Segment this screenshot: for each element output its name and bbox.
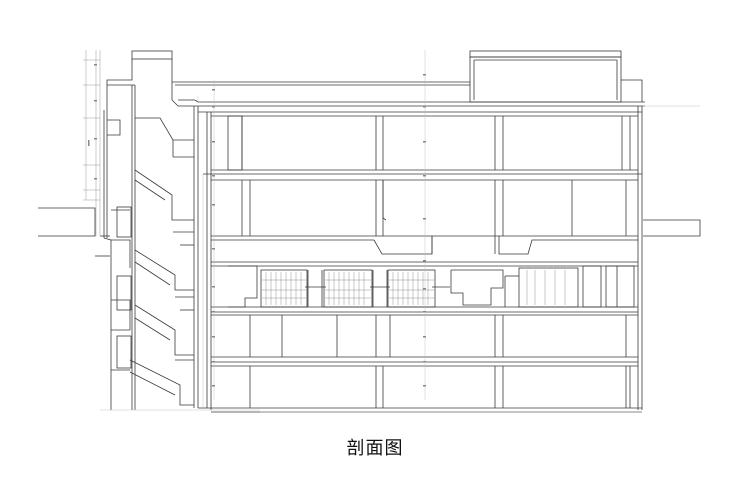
equipment-hatch [262, 270, 566, 305]
dimension-lines [100, 50, 700, 413]
section-drawing: 1 [38, 50, 701, 413]
level-4-walls [249, 315, 627, 357]
roof-penthouse [469, 50, 622, 103]
floor-slabs [203, 115, 642, 367]
left-dimension-lines [83, 50, 101, 236]
level-2-walls [241, 180, 627, 254]
level-1-walls [227, 115, 631, 171]
level-3-equipment [228, 265, 635, 308]
drawing-caption: 剖面图 [346, 438, 404, 459]
stair-core [103, 50, 199, 410]
section-linework: 1 [38, 50, 701, 413]
level-5-walls [249, 366, 631, 408]
ground-lines [38, 207, 701, 257]
dimension-ticks [88, 64, 426, 387]
